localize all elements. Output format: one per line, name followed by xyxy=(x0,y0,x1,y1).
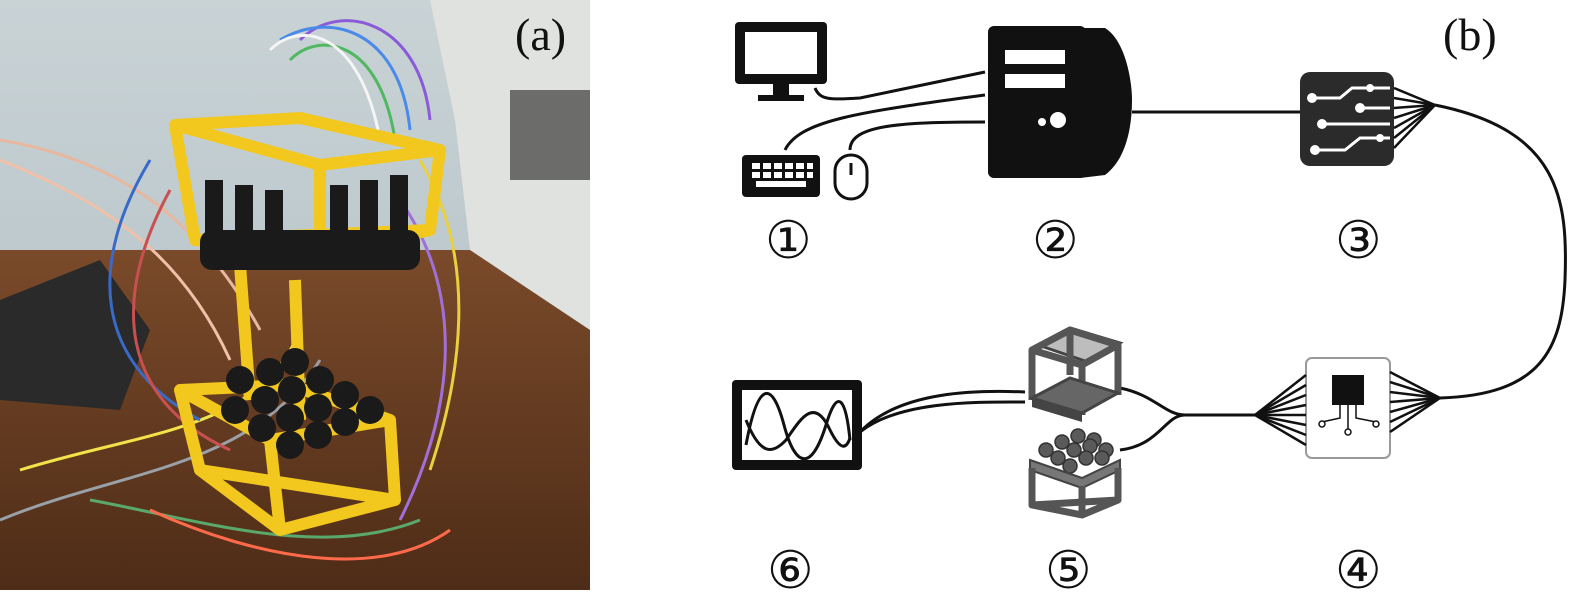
keyboard-icon xyxy=(742,155,820,197)
panel-a-label: (a) xyxy=(515,9,566,60)
node-2-marker: ② xyxy=(1032,211,1079,271)
circuit-board-icon xyxy=(1300,72,1436,166)
yellow-frame xyxy=(169,112,446,536)
node-2-desktop-tower: ② xyxy=(988,26,1132,271)
node-4-driver-board: ④ xyxy=(1254,357,1441,601)
node-3-control-board: ③ xyxy=(1300,72,1436,271)
node-1-peripherals: ① xyxy=(735,22,869,271)
node-6-marker: ⑥ xyxy=(767,541,814,601)
node-6-oscilloscope: ⑥ xyxy=(732,380,862,601)
panel-b-label: (b) xyxy=(1443,9,1497,60)
system-diagram: ① ② xyxy=(732,9,1567,601)
transducer-array xyxy=(200,175,420,459)
node-5-levitator: ⑤ xyxy=(1028,326,1124,601)
node-5-marker: ⑤ xyxy=(1045,541,1092,601)
desktop-tower-icon xyxy=(988,26,1132,178)
monitor-icon xyxy=(735,22,827,101)
driver-chip-icon xyxy=(1254,357,1441,459)
transducer-array-frame-icon xyxy=(1028,326,1124,519)
mouse-icon xyxy=(833,153,869,201)
photo-panel: (a) xyxy=(0,0,590,590)
node-1-marker: ① xyxy=(765,211,812,271)
oscilloscope-waveform-icon xyxy=(732,380,862,470)
node-3-marker: ③ xyxy=(1335,211,1382,271)
node-4-marker: ④ xyxy=(1335,541,1382,601)
cables xyxy=(783,70,1567,452)
